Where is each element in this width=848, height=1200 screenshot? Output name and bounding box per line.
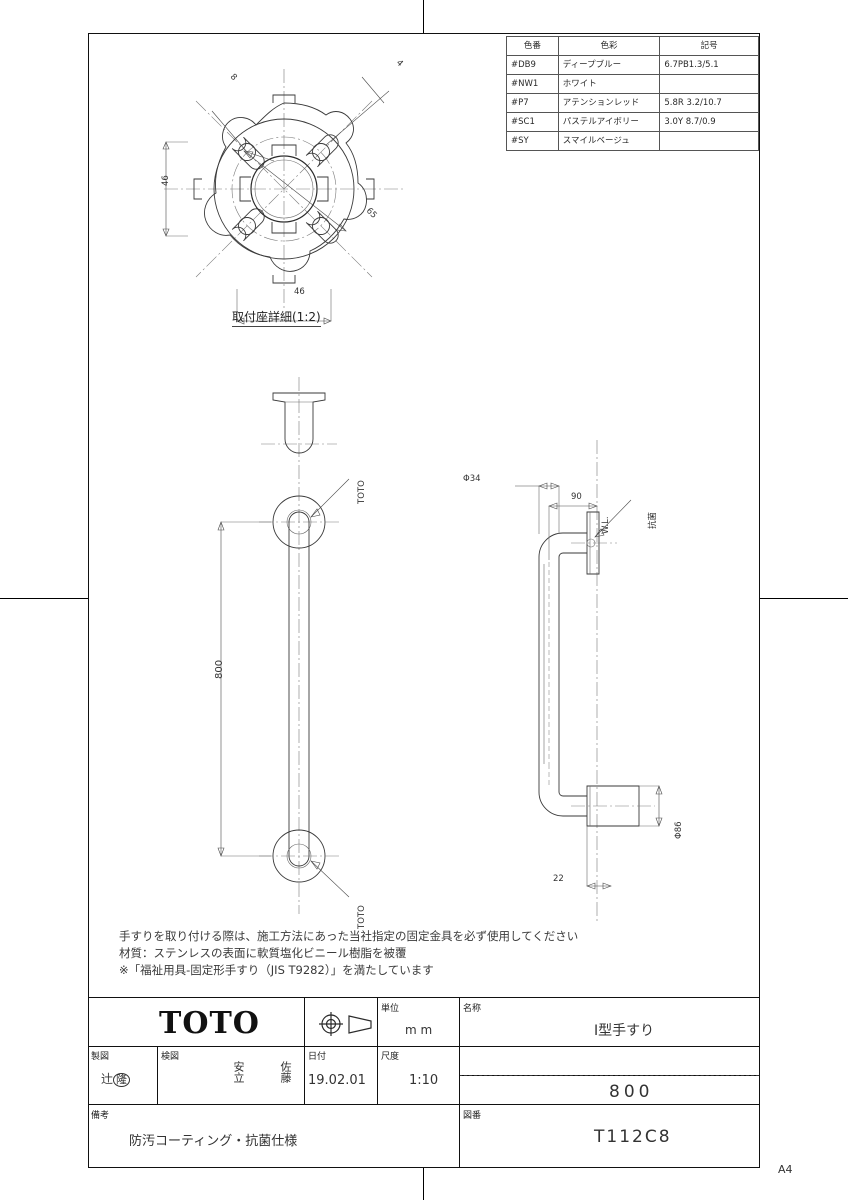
front-view-dim-800: 800: [214, 659, 225, 679]
color-name: アテンションレッド: [557, 93, 661, 113]
table-header-row: 色番 色彩 記号: [506, 36, 759, 56]
company-logo: TOTO: [159, 1006, 260, 1041]
remarks-value: 防汚コーティング・抗菌仕様: [129, 1134, 298, 1149]
color-name: スマイルベージュ: [557, 131, 661, 151]
color-symbol: 6.7PB1.3/5.1: [659, 55, 759, 75]
drafter-label: 製図: [91, 1052, 110, 1062]
registration-mark-right: [760, 598, 848, 600]
product-name-label: 名称: [463, 1004, 482, 1014]
color-code: #SC1: [506, 112, 559, 132]
color-name: ホワイト: [557, 74, 661, 94]
table-row: #SY スマイルベージュ: [506, 131, 759, 151]
projection-symbol-icon: [319, 1012, 372, 1036]
registration-mark-top: [423, 0, 425, 33]
color-code: #P7: [506, 93, 559, 113]
color-name: ディープブルー: [557, 55, 661, 75]
color-code: #NW1: [506, 74, 559, 94]
front-view-drawing: [217, 377, 350, 914]
date-label: 日付: [308, 1052, 327, 1062]
unit-label: 単位: [381, 1004, 400, 1014]
scale-value: 1:10: [409, 1073, 439, 1088]
color-table-header-code: 色番: [506, 36, 559, 56]
drawing-number-value: T112C8: [594, 1127, 672, 1147]
unit-value: m m: [405, 1023, 433, 1037]
remarks-label: 備考: [91, 1111, 110, 1121]
drafter-stamp: 隆: [113, 1073, 131, 1087]
front-view-label-logo-top: TOTO: [357, 480, 367, 504]
side-view-label-antibacterial: 抗菌: [648, 511, 658, 529]
registration-mark-left: [0, 598, 88, 600]
color-symbol: [659, 74, 759, 94]
drafter-name-text: 辻: [101, 1072, 114, 1086]
drawing-number-label: 図番: [463, 1111, 482, 1121]
note-line-2: 材質：ステンレスの表面に軟質塩化ビニール樹脂を被覆: [119, 946, 407, 960]
side-view-dim-flange-dia: Φ86: [674, 821, 684, 839]
detail-dim-vertical-46: 46: [161, 175, 171, 186]
table-row: #DB9 ディープブルー 6.7PB1.3/5.1: [506, 55, 759, 75]
table-row: #SC1 パステルアイボリー 3.0Y 8.7/0.9: [506, 112, 759, 132]
side-view-dim-projection: 90: [571, 492, 582, 502]
color-symbol: [659, 131, 759, 151]
drawing-frame: 色番 色彩 記号 #DB9 ディープブルー 6.7PB1.3/5.1 #NW1 …: [88, 33, 760, 1168]
color-code: #DB9: [506, 55, 559, 75]
side-view-dim-grip-dia: Φ34: [463, 474, 481, 484]
detail-view-caption: 取付座詳細(1:2): [232, 308, 321, 327]
table-row: #P7 アテンションレッド 5.8R 3.2/10.7: [506, 93, 759, 113]
side-view-dim-flange-depth: 22: [553, 874, 564, 884]
scale-label: 尺度: [381, 1052, 400, 1062]
color-name: パステルアイボリー: [557, 112, 661, 132]
mounting-base-detail-drawing: [162, 69, 404, 325]
checker-label: 検図: [161, 1052, 180, 1062]
detail-dim-horizontal-46: 46: [294, 287, 305, 297]
date-value: 19.02.01: [308, 1073, 366, 1088]
front-view-label-logo-bottom: TOTO: [357, 905, 367, 929]
sheet-size-marker: A4: [778, 1163, 793, 1176]
color-symbol: 3.0Y 8.7/0.9: [659, 112, 759, 132]
drafter-name: 辻隆: [101, 1070, 131, 1087]
notes-block: 手すりを取り付ける際は、施工方法にあった当社指定の固定金具を必ず使用してください…: [119, 928, 578, 979]
side-view-label-wall-line: W.L.: [601, 516, 611, 534]
note-line-3: ※「福祉用具-固定形手すり（JIS T9282）」を満たしています: [119, 963, 434, 977]
checker-name-2: 佐藤: [279, 1061, 292, 1083]
product-name-value: Ⅰ型手すり: [594, 1023, 655, 1039]
color-symbol: 5.8R 3.2/10.7: [659, 93, 759, 113]
table-row: #NW1 ホワイト: [506, 74, 759, 94]
checker-name-1: 安立: [232, 1061, 245, 1083]
color-table: 色番 色彩 記号 #DB9 ディープブルー 6.7PB1.3/5.1 #NW1 …: [506, 36, 759, 151]
color-code: #SY: [506, 131, 559, 151]
color-table-header-symbol: 記号: [659, 36, 759, 56]
side-view-drawing: [515, 440, 663, 924]
color-table-header-name: 色彩: [557, 36, 661, 56]
note-line-1: 手すりを取り付ける際は、施工方法にあった当社指定の固定金具を必ず使用してください: [119, 929, 579, 943]
product-size-value: 800: [609, 1082, 654, 1102]
title-block: TOTO 単位 m m 製図 辻隆 検図 安立 佐藤 日付 19.02.01 尺…: [89, 997, 759, 1168]
registration-mark-bottom: [423, 1168, 425, 1200]
